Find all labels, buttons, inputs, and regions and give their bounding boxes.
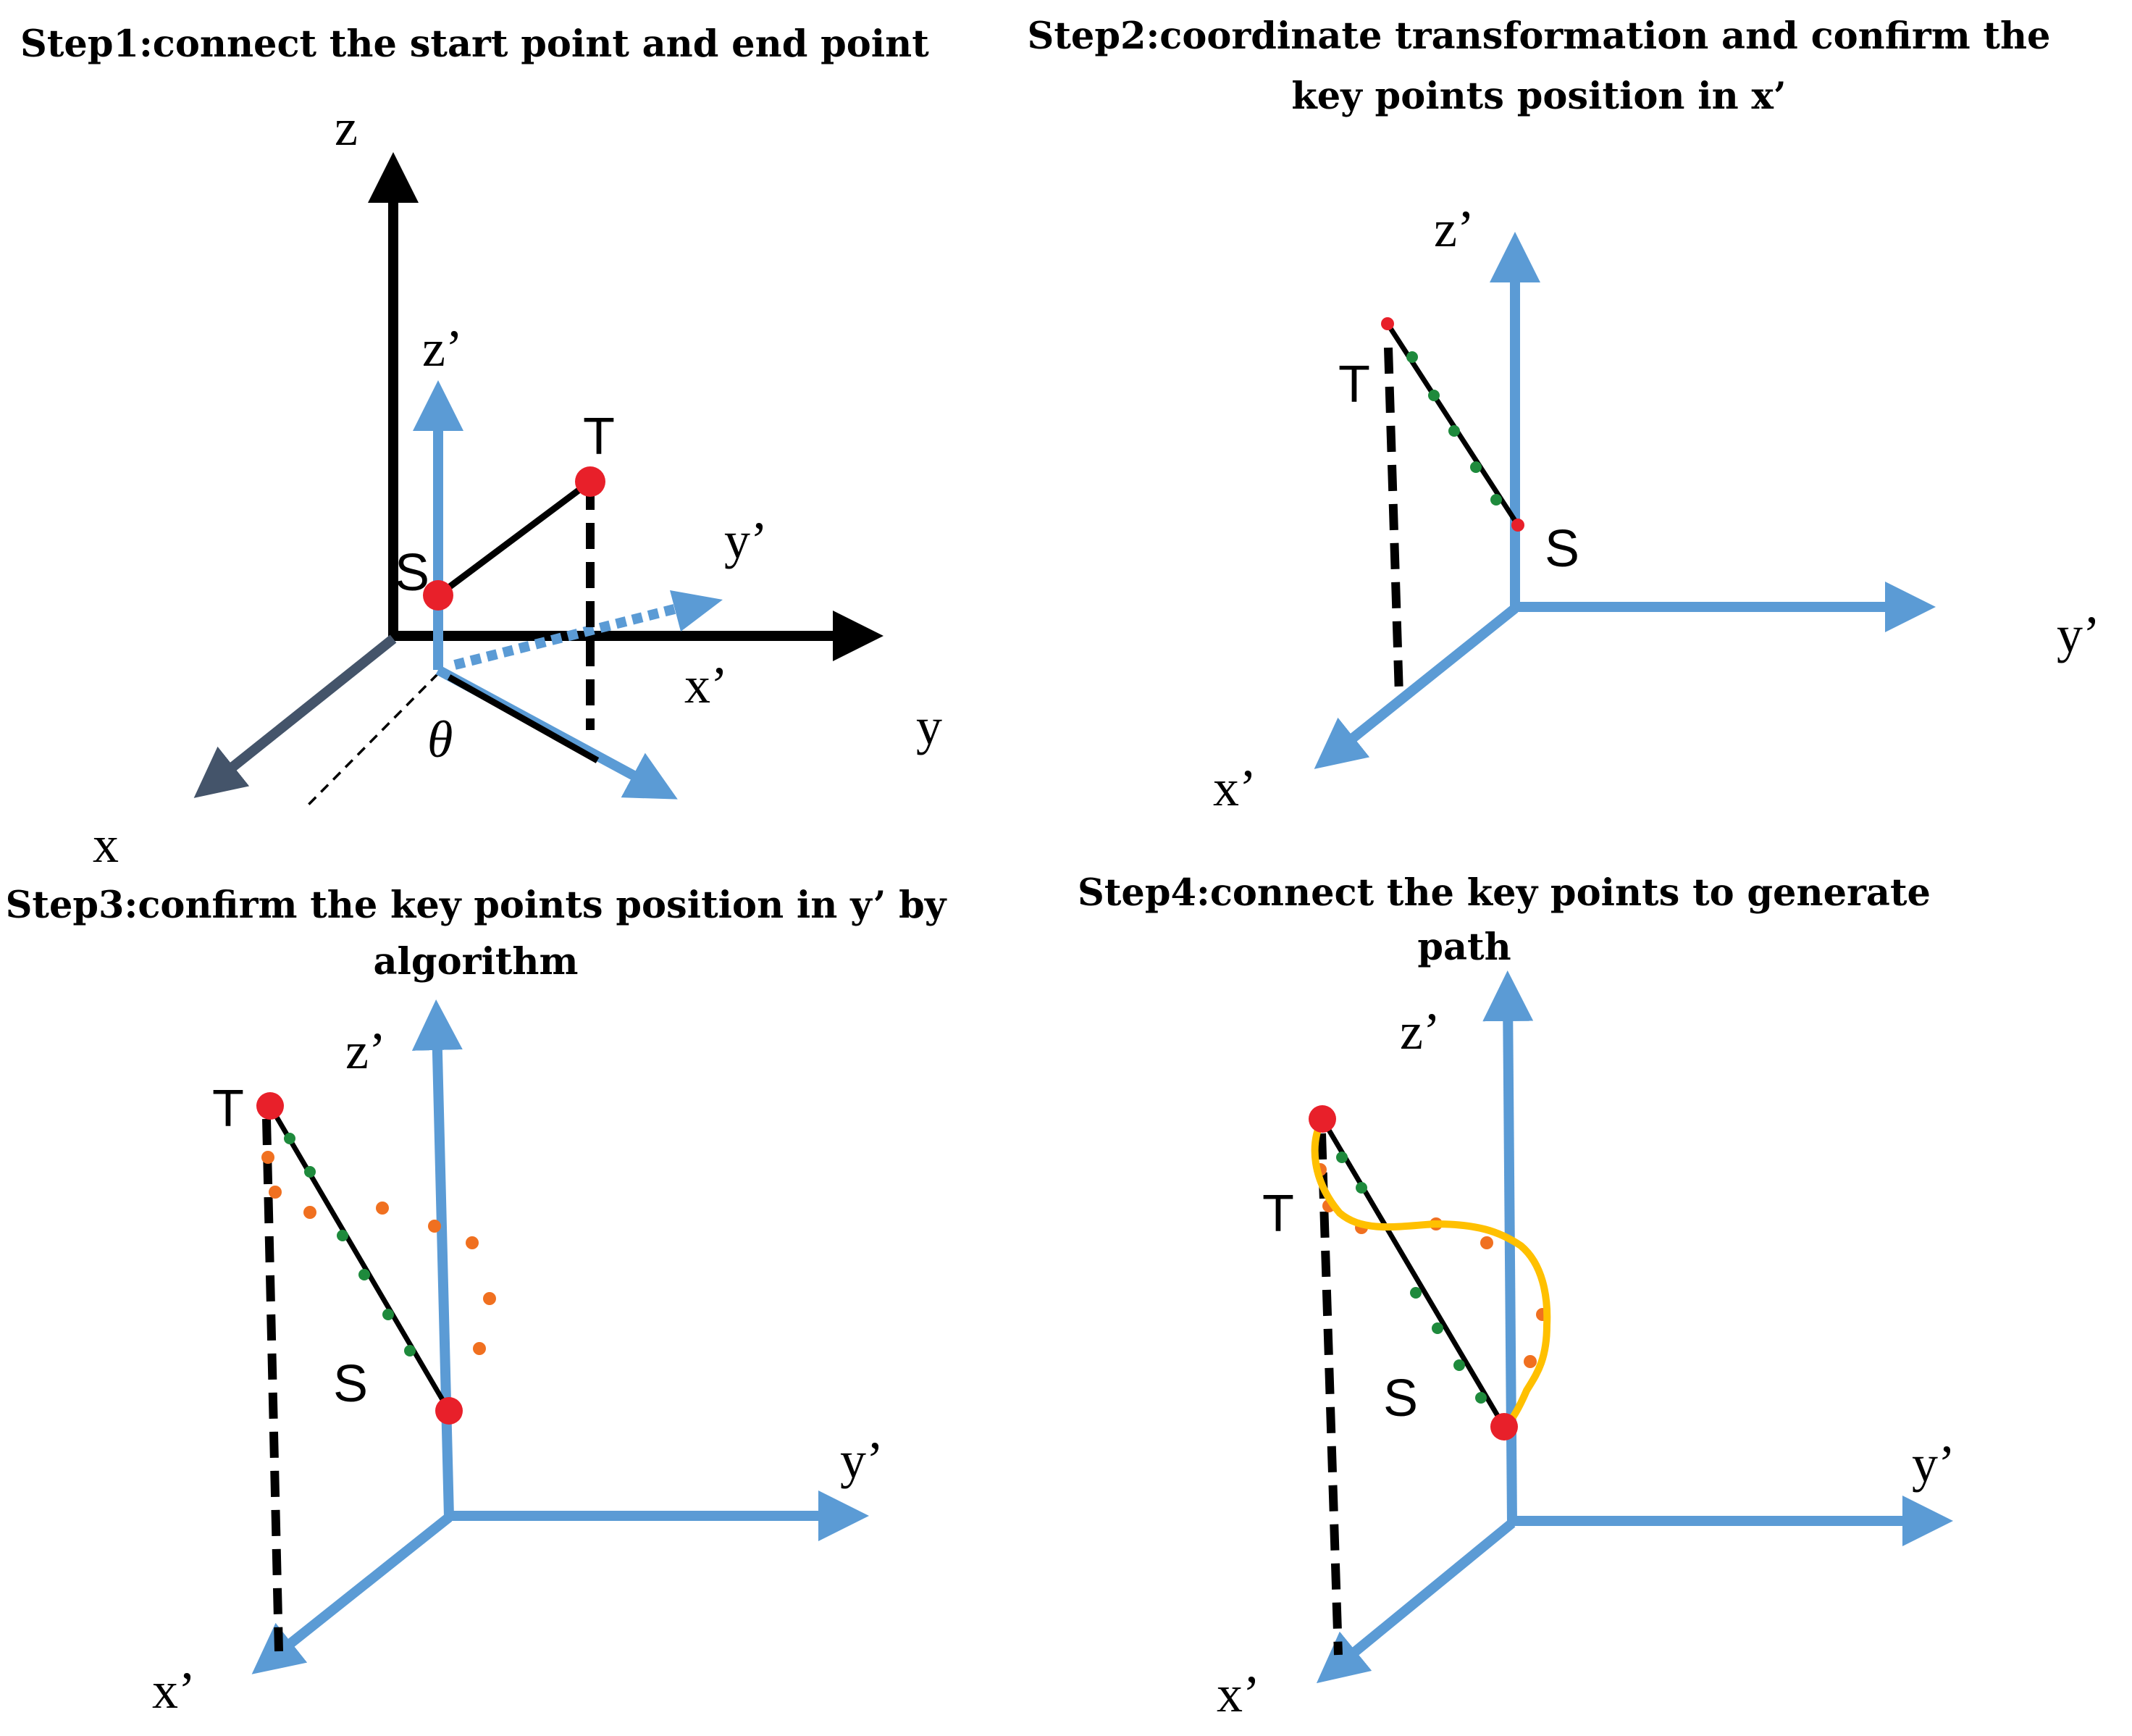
key-point bbox=[1490, 494, 1502, 506]
end-height-dashed bbox=[262, 1118, 283, 1652]
x-axis bbox=[193, 634, 397, 798]
key-point bbox=[382, 1309, 394, 1320]
z-prime-label: z’ bbox=[1434, 200, 1474, 258]
offset-point bbox=[473, 1342, 486, 1355]
step1-title: Step1:connect the start point and end po… bbox=[20, 22, 929, 66]
step4-title-line1: Step4:connect the key points to generate bbox=[1078, 871, 1931, 915]
key-point bbox=[1356, 1182, 1367, 1194]
z-label: z bbox=[335, 98, 358, 156]
key-point bbox=[404, 1345, 416, 1356]
start-point bbox=[423, 580, 453, 611]
start-point bbox=[435, 1397, 463, 1425]
end-height-dashed bbox=[1384, 347, 1403, 696]
key-point bbox=[304, 1166, 316, 1178]
offset-point bbox=[303, 1206, 316, 1219]
key-point bbox=[1475, 1392, 1487, 1404]
key-point bbox=[284, 1133, 295, 1144]
y-prime-label: y’ bbox=[2057, 605, 2100, 663]
x-label: x bbox=[93, 815, 119, 873]
offset-point bbox=[483, 1292, 496, 1305]
x-projection-dashed bbox=[306, 672, 440, 807]
key-point bbox=[1406, 351, 1418, 363]
offset-point bbox=[1480, 1236, 1493, 1249]
key-point bbox=[1453, 1359, 1465, 1371]
key-point bbox=[1470, 461, 1482, 473]
key-point bbox=[1448, 425, 1460, 437]
y-prime-label: y’ bbox=[724, 511, 768, 569]
end-point bbox=[1381, 317, 1394, 330]
key-point bbox=[1336, 1152, 1348, 1163]
step2-title-line2: key points position in x’ bbox=[1291, 75, 1786, 118]
z-prime-label: z’ bbox=[422, 319, 463, 377]
key-point bbox=[1432, 1322, 1443, 1334]
end-point bbox=[256, 1092, 284, 1120]
end-label: T bbox=[1262, 1185, 1294, 1243]
key-point bbox=[1428, 390, 1440, 401]
x-prime-label: x’ bbox=[1217, 1665, 1260, 1723]
y-prime-label: y’ bbox=[840, 1431, 884, 1489]
start-label: S bbox=[333, 1355, 368, 1413]
generated-path bbox=[1311, 1115, 1551, 1430]
step4-panel: Step4:connect the key points to generate… bbox=[1078, 871, 1955, 1723]
step2-title-line1: Step2:coordinate transformation and conf… bbox=[1027, 14, 2050, 58]
theta-label: θ bbox=[427, 710, 453, 768]
z-prime-label: z’ bbox=[1400, 1002, 1440, 1060]
offset-point bbox=[269, 1186, 282, 1199]
z-prime-axis bbox=[411, 999, 463, 1518]
start-label: S bbox=[1545, 520, 1579, 578]
start-point bbox=[1511, 519, 1524, 532]
z-prime-label: z’ bbox=[345, 1022, 386, 1080]
x-prime-axis bbox=[251, 1513, 453, 1674]
y-prime-label: y’ bbox=[1912, 1435, 1955, 1493]
offset-point bbox=[1524, 1355, 1537, 1368]
y-prime-axis-dotted bbox=[453, 603, 679, 670]
end-label: T bbox=[583, 408, 615, 466]
end-label: T bbox=[1338, 356, 1370, 414]
end-height-dashed bbox=[1317, 1133, 1343, 1656]
start-end-line bbox=[436, 479, 592, 598]
start-point bbox=[1490, 1413, 1518, 1441]
x-prime-axis bbox=[1316, 1519, 1516, 1684]
y-prime-arrowhead bbox=[670, 590, 723, 632]
projection-segment bbox=[447, 674, 600, 763]
x-prime-label: x’ bbox=[684, 656, 728, 714]
start-end-line bbox=[1319, 1118, 1507, 1428]
start-label: S bbox=[1383, 1370, 1418, 1427]
key-point bbox=[358, 1269, 370, 1280]
x-prime-axis bbox=[1314, 604, 1519, 769]
offset-point bbox=[376, 1202, 389, 1215]
end-label: T bbox=[212, 1080, 244, 1138]
start-label: S bbox=[395, 544, 429, 602]
step1-panel: Step1:connect the start point and end po… bbox=[20, 22, 942, 873]
step3-title-line1: Step3:confirm the key points position in… bbox=[6, 884, 947, 927]
start-end-line bbox=[267, 1104, 452, 1412]
step4-title-line2: path bbox=[1417, 926, 1511, 969]
step3-title-line2: algorithm bbox=[374, 940, 579, 984]
offset-point bbox=[466, 1236, 479, 1249]
x-prime-label: x’ bbox=[1213, 759, 1256, 817]
step3-panel: Step3:confirm the key points position in… bbox=[6, 884, 947, 1719]
x-prime-label: x’ bbox=[152, 1661, 196, 1719]
end-point bbox=[1309, 1105, 1336, 1133]
offset-point bbox=[428, 1220, 441, 1233]
z-prime-axis bbox=[1482, 970, 1534, 1524]
end-point bbox=[575, 466, 605, 497]
key-point bbox=[1410, 1287, 1422, 1299]
y-label: y bbox=[916, 697, 942, 755]
key-point bbox=[337, 1230, 348, 1241]
step2-panel: Step2:coordinate transformation and conf… bbox=[1027, 14, 2099, 817]
offset-point bbox=[261, 1151, 274, 1164]
